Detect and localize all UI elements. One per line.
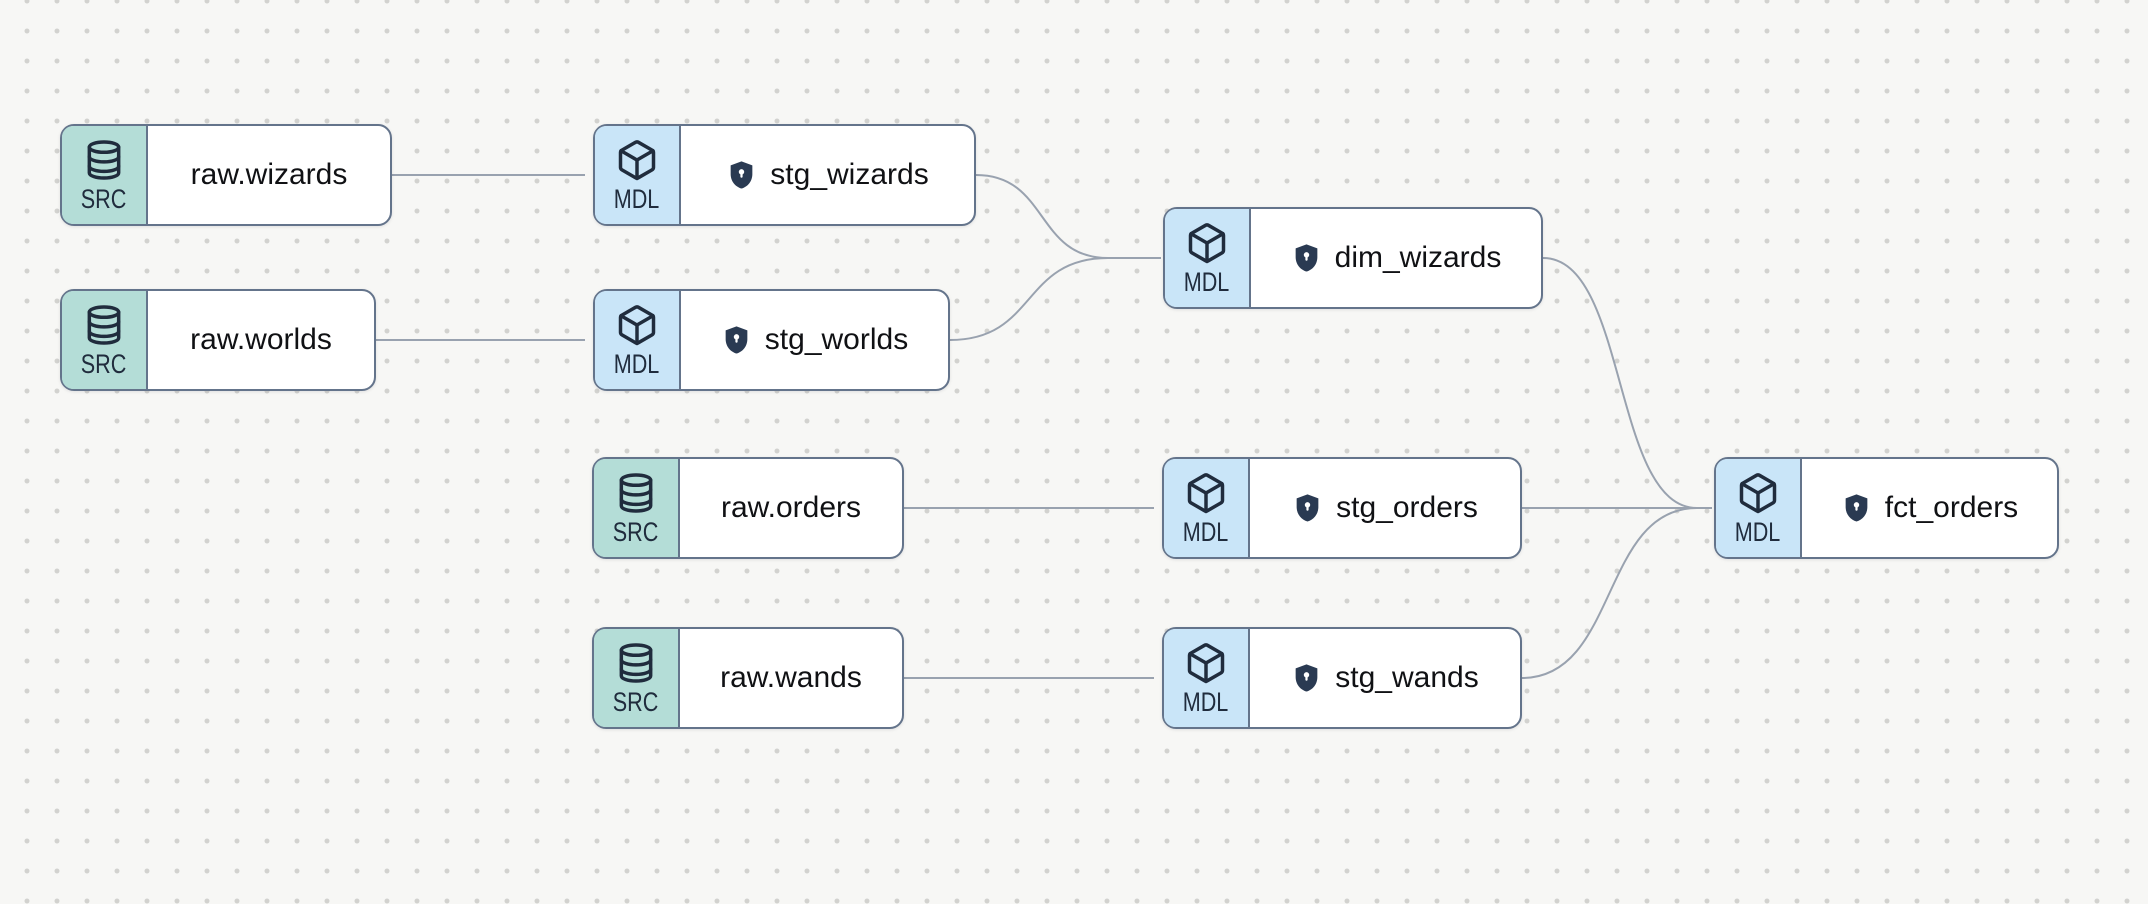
database-icon xyxy=(614,641,658,685)
node-body: raw.wizards xyxy=(148,126,390,224)
cube-icon xyxy=(1185,221,1229,265)
edge-dim-wizards-to-fct-orders xyxy=(1542,257,1698,509)
node-raw-worlds[interactable]: SRC raw.worlds xyxy=(60,289,376,391)
node-type-badge: MDL xyxy=(595,126,681,224)
node-title: dim_wizards xyxy=(1334,241,1502,274)
cube-icon xyxy=(615,303,659,347)
node-type-badge: SRC xyxy=(594,459,680,557)
node-title: raw.worlds xyxy=(190,323,332,356)
node-type-badge: SRC xyxy=(62,126,148,224)
node-type-badge: SRC xyxy=(594,629,680,727)
database-icon xyxy=(82,138,126,182)
node-body: fct_orders xyxy=(1802,459,2057,557)
shield-icon xyxy=(726,159,757,192)
shield-icon xyxy=(1291,662,1322,695)
node-type-label: MDL xyxy=(614,348,660,379)
node-stg-wizards[interactable]: MDL stg_wizards xyxy=(593,124,976,226)
edge-stg-wizards-to-dim-wizards xyxy=(975,174,1109,259)
node-title: stg_wands xyxy=(1335,661,1479,694)
edge-stg-worlds-to-dim-wizards xyxy=(949,257,1109,341)
node-type-badge: MDL xyxy=(595,291,681,389)
node-type-label: MDL xyxy=(1184,266,1230,297)
node-title: raw.orders xyxy=(720,491,862,524)
shield-icon xyxy=(721,324,752,357)
shield-icon xyxy=(1841,492,1872,525)
node-body: raw.wands xyxy=(680,629,902,727)
node-title: fct_orders xyxy=(1884,491,2019,524)
database-icon xyxy=(614,471,658,515)
node-type-label: MDL xyxy=(1183,686,1229,717)
node-title: stg_worlds xyxy=(764,323,909,356)
node-type-label: SRC xyxy=(81,183,127,214)
node-title: stg_wizards xyxy=(770,158,929,191)
node-type-badge: SRC xyxy=(62,291,148,389)
node-body: dim_wizards xyxy=(1251,209,1541,307)
node-type-badge: MDL xyxy=(1164,629,1250,727)
node-type-badge: MDL xyxy=(1164,459,1250,557)
node-type-label: SRC xyxy=(613,686,659,717)
node-type-badge: MDL xyxy=(1165,209,1251,307)
node-type-label: MDL xyxy=(614,183,660,214)
node-stg-wands[interactable]: MDL stg_wands xyxy=(1162,627,1522,729)
node-stg-orders[interactable]: MDL stg_orders xyxy=(1162,457,1522,559)
cube-icon xyxy=(1184,641,1228,685)
node-stg-worlds[interactable]: MDL stg_worlds xyxy=(593,289,950,391)
cube-icon xyxy=(615,138,659,182)
node-type-badge: MDL xyxy=(1716,459,1802,557)
node-fct-orders[interactable]: MDL fct_orders xyxy=(1714,457,2059,559)
node-body: stg_wizards xyxy=(681,126,974,224)
edge-stg-wands-to-fct-orders xyxy=(1521,507,1698,679)
node-raw-wizards[interactable]: SRC raw.wizards xyxy=(60,124,392,226)
cube-icon xyxy=(1184,471,1228,515)
node-body: stg_wands xyxy=(1250,629,1520,727)
node-dim-wizards[interactable]: MDL dim_wizards xyxy=(1163,207,1543,309)
node-body: raw.orders xyxy=(680,459,902,557)
node-body: stg_orders xyxy=(1250,459,1520,557)
node-title: raw.wands xyxy=(720,661,862,694)
node-type-label: MDL xyxy=(1735,516,1781,547)
node-raw-orders[interactable]: SRC raw.orders xyxy=(592,457,904,559)
node-body: raw.worlds xyxy=(148,291,374,389)
shield-icon xyxy=(1291,242,1322,275)
database-icon xyxy=(82,303,126,347)
shield-icon xyxy=(1292,492,1323,525)
node-title: raw.wizards xyxy=(190,158,348,191)
cube-icon xyxy=(1736,471,1780,515)
node-type-label: MDL xyxy=(1183,516,1229,547)
node-body: stg_worlds xyxy=(681,291,948,389)
node-type-label: SRC xyxy=(613,516,659,547)
node-raw-wands[interactable]: SRC raw.wands xyxy=(592,627,904,729)
node-title: stg_orders xyxy=(1336,491,1478,524)
node-type-label: SRC xyxy=(81,348,127,379)
